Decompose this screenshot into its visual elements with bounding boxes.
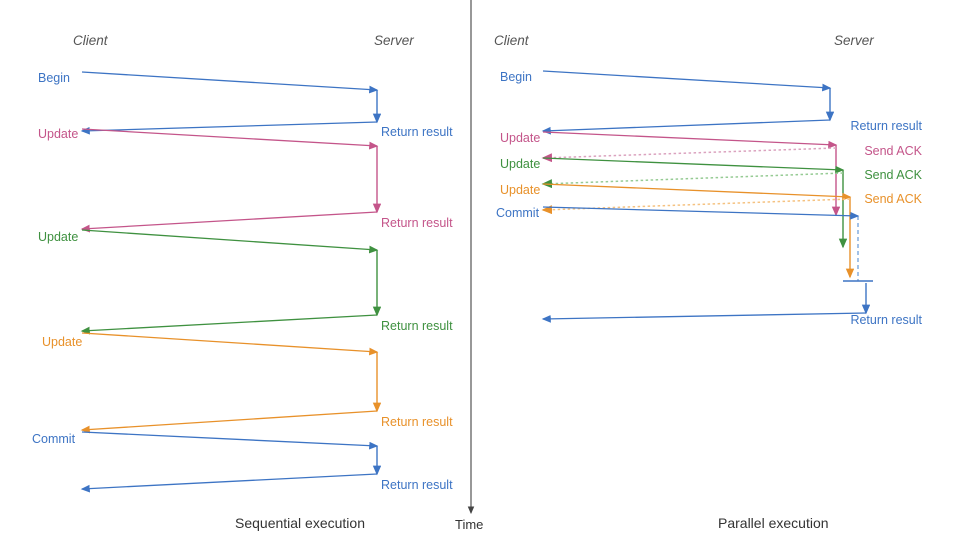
message-arrow	[542, 157, 845, 174]
message-label: Update	[42, 335, 83, 349]
message-label: Return result	[381, 319, 453, 333]
message-arrow	[81, 332, 379, 356]
message-label: Return result	[381, 125, 453, 139]
actor-label-server: Server	[834, 33, 874, 48]
message-arrow	[541, 147, 837, 163]
message-label: Return result	[381, 415, 453, 429]
message-arrow	[541, 119, 831, 135]
message-arrow	[81, 128, 379, 150]
message-arrow	[81, 229, 379, 254]
message-label: Commit	[496, 206, 540, 220]
message-label: Return result	[850, 119, 922, 133]
message-arrow	[541, 172, 844, 189]
message-label: Begin	[38, 71, 70, 85]
actor-label-server: Server	[374, 33, 414, 48]
message-label: Commit	[32, 432, 76, 446]
message-label: Return result	[381, 216, 453, 230]
panel-parallel	[541, 70, 873, 323]
message-arrow	[80, 121, 378, 135]
panel-caption-sequential: Sequential execution	[235, 515, 365, 531]
message-label: Return result	[381, 478, 453, 492]
message-label: Update	[500, 131, 541, 145]
message-arrow	[80, 473, 378, 493]
message-label: Update	[500, 157, 541, 171]
message-label: Update	[38, 230, 79, 244]
message-label: Update	[500, 183, 541, 197]
message-label: Begin	[500, 70, 532, 84]
time-axis-label: Time	[455, 517, 484, 532]
message-label: Update	[38, 127, 79, 141]
message-arrow	[542, 183, 852, 201]
message-arrow	[80, 211, 378, 233]
message-arrow	[542, 206, 860, 220]
message-arrow	[542, 131, 838, 149]
actor-label-client: Client	[73, 33, 108, 48]
panel-caption-parallel: Parallel execution	[718, 515, 829, 531]
message-arrow	[80, 314, 378, 335]
message-label: Return result	[850, 313, 922, 327]
message-arrow	[81, 431, 379, 450]
message-label: Send ACK	[864, 168, 922, 182]
panel-sequential	[80, 71, 382, 493]
message-arrow	[80, 410, 378, 434]
message-arrow	[541, 312, 867, 323]
message-label: Send ACK	[864, 144, 922, 158]
actor-label-client: Client	[494, 33, 529, 48]
message-label: Send ACK	[864, 192, 922, 206]
message-arrow	[81, 71, 379, 94]
message-arrow	[542, 70, 832, 92]
